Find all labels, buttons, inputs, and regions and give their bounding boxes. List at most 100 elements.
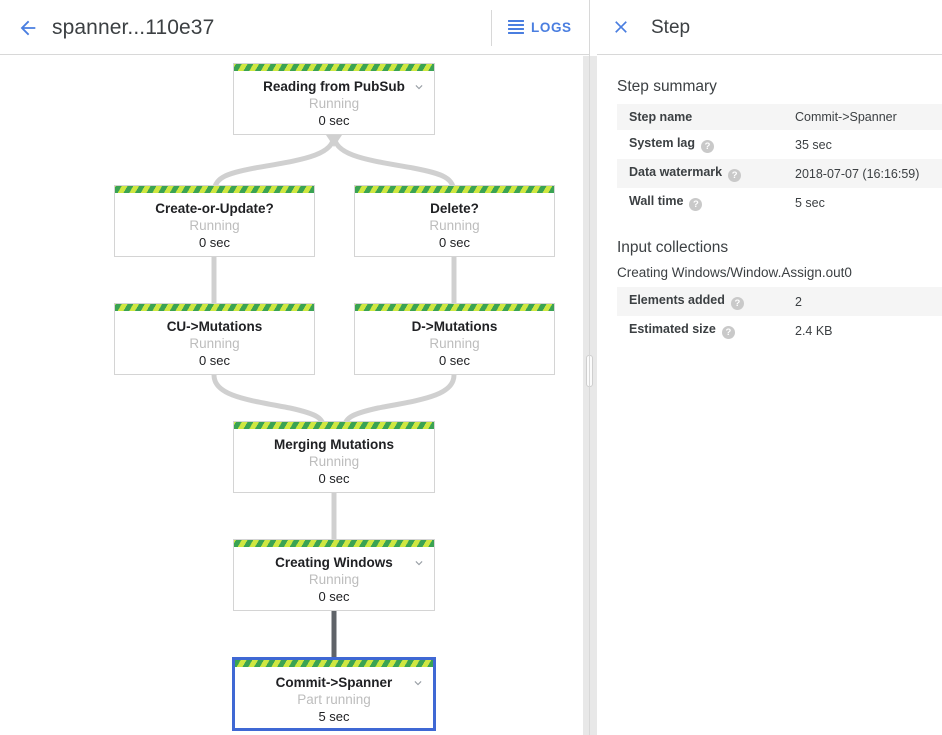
node-title: Create-or-Update? [155, 201, 274, 216]
step-panel-title: Step [651, 17, 691, 38]
step-summary-row: System lag? 35 sec [617, 130, 942, 159]
chevron-down-icon[interactable] [412, 80, 426, 94]
close-x-icon [615, 21, 627, 33]
chevron-down-icon[interactable] [412, 556, 426, 570]
node-title: Commit->Spanner [275, 675, 393, 690]
node-title: CU->Mutations [166, 319, 263, 334]
node-title: Creating Windows [275, 555, 393, 570]
node-title: Reading from PubSub [263, 79, 405, 94]
node-status-stripe [355, 304, 554, 311]
step-summary-value: 2018-07-07 (16:16:59) [795, 166, 920, 181]
node-time: 5 sec [318, 709, 350, 724]
node-body: Delete? Running 0 sec [355, 193, 554, 260]
step-summary-value: 5 sec [795, 195, 825, 210]
node-status-stripe [234, 540, 434, 547]
list-lines-icon [508, 20, 524, 34]
graph-edges [206, 132, 462, 671]
step-summary-value: Commit->Spanner [795, 110, 897, 124]
edge-d-mutations-to-merging [341, 372, 457, 433]
left-header-bar: spanner...110e37 LOGS [0, 0, 589, 55]
node-title: Delete? [430, 201, 479, 216]
step-summary-row: Data watermark? 2018-07-07 (16:16:59) [617, 159, 942, 188]
logs-button[interactable]: LOGS [508, 12, 572, 42]
node-status-stripe [234, 64, 434, 71]
step-summary-heading: Step summary [617, 78, 717, 95]
chevron-down-icon[interactable] [411, 676, 425, 690]
input-collections-key: Elements added? [617, 287, 789, 316]
input-collections-heading: Input collections [617, 239, 729, 256]
node-status: Running [308, 572, 360, 587]
node-status: Running [429, 218, 480, 233]
node-time: 0 sec [198, 235, 231, 250]
node-title: D->Mutations [411, 319, 498, 334]
help-icon[interactable]: ? [728, 169, 742, 182]
step-summary-key: System lag? [617, 130, 789, 159]
input-collections-value: 2 [795, 294, 802, 309]
node-status-stripe [235, 660, 433, 667]
node-status-stripe [115, 304, 314, 311]
pane-divider [589, 0, 590, 735]
step-summary-key: Step name [629, 110, 693, 124]
edge-pubsub-to-delete [331, 132, 457, 197]
node-time: 0 sec [438, 235, 471, 250]
help-icon[interactable]: ? [689, 198, 703, 211]
input-collections-value: 2.4 KB [795, 323, 833, 338]
node-time: 0 sec [198, 353, 231, 368]
node-title: Merging Mutations [274, 437, 394, 452]
back-button[interactable] [10, 10, 46, 46]
input-collections-key: Estimated size? [617, 316, 789, 345]
node-body: Create-or-Update? Running 0 sec [115, 193, 314, 260]
node-status-stripe [355, 186, 554, 193]
help-icon[interactable]: ? [730, 297, 744, 310]
node-status: Running [308, 454, 360, 469]
arrow-left-icon [20, 20, 36, 36]
node-time: 0 sec [318, 113, 350, 128]
node-time: 0 sec [318, 589, 350, 604]
pane-splitter[interactable] [583, 56, 597, 735]
edge-pubsub-to-create-or-update [211, 132, 337, 197]
logs-button-label: LOGS [531, 19, 572, 35]
node-status-stripe [234, 422, 434, 429]
help-icon[interactable]: ? [721, 326, 735, 339]
node-status: Running [189, 218, 240, 233]
node-time: 0 sec [438, 353, 471, 368]
node-time: 0 sec [318, 471, 350, 486]
node-status: Part running [297, 692, 371, 707]
node-status-stripe [115, 186, 314, 193]
edge-cu-mutations-to-merging [211, 372, 327, 433]
node-status: Running [429, 336, 480, 351]
node-status: Running [308, 96, 360, 111]
input-collection-name: Creating Windows/Window.Assign.out0 [617, 265, 852, 280]
graph-node-delete[interactable]: Delete? Running 0 sec [354, 185, 555, 257]
step-summary-row: Step name Commit->Spanner [617, 104, 942, 130]
close-button[interactable] [606, 12, 636, 42]
node-status: Running [189, 336, 240, 351]
input-collections-row: Elements added? 2 [617, 287, 942, 316]
step-summary-key: Wall time? [617, 188, 789, 217]
step-panel-header: Step [597, 0, 942, 55]
step-summary-value: 35 sec [795, 137, 832, 152]
input-collections-row: Estimated size? 2.4 KB [617, 316, 942, 345]
header-divider [491, 10, 492, 46]
graph-node-create-or-update[interactable]: Create-or-Update? Running 0 sec [114, 185, 315, 257]
step-summary-row: Wall time? 5 sec [617, 188, 942, 217]
step-details-pane: Step Step summary Step name Commit->Spann… [597, 0, 942, 735]
page-title: spanner...110e37 [52, 16, 215, 39]
step-summary-key: Data watermark? [617, 159, 789, 188]
help-icon[interactable]: ? [701, 140, 715, 153]
